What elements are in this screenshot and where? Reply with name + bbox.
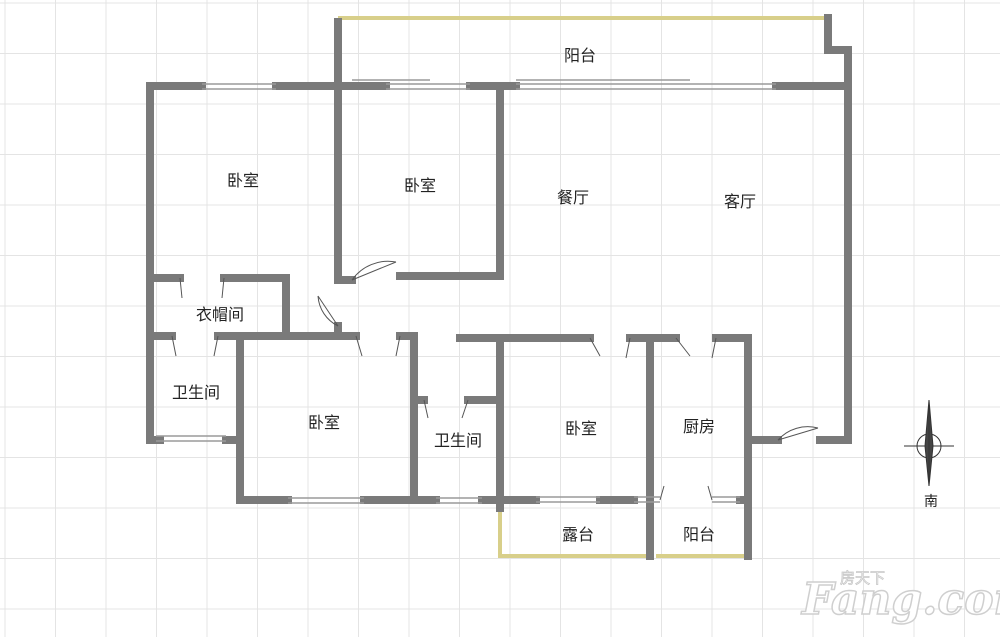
balcony-outlines [334, 16, 828, 558]
door-swings [171, 260, 819, 501]
label-bedroom-n: 卧室 [404, 176, 436, 195]
label-bathroom-w: 卫生间 [172, 383, 220, 402]
label-bedroom-s: 卧室 [565, 419, 597, 438]
label-balcony-s: 阳台 [683, 525, 715, 544]
label-dining: 餐厅 [557, 188, 589, 207]
label-bathroom-s: 卫生间 [434, 431, 482, 450]
logo-sub-text: 房天下 [840, 569, 885, 587]
compass-label-south: 南 [924, 494, 938, 510]
label-kitchen: 厨房 [683, 417, 715, 436]
compass-icon [904, 399, 954, 487]
room-labels: 阳台 卧室 卧室 餐厅 客厅 衣帽间 卫生间 卧室 卫生间 卧室 厨房 露台 阳… [172, 46, 756, 544]
label-living: 客厅 [724, 192, 756, 211]
label-balcony-north: 阳台 [564, 46, 596, 65]
label-terrace: 露台 [562, 525, 594, 544]
label-bedroom-nw: 卧室 [227, 171, 259, 190]
label-closet: 衣帽间 [196, 305, 244, 324]
walls [146, 14, 852, 560]
label-bedroom-sw: 卧室 [308, 413, 340, 432]
logo-main-text: Fang.com [800, 574, 1000, 625]
fang-logo: 房天下 Fang.com [799, 569, 1000, 626]
windows [156, 79, 776, 504]
